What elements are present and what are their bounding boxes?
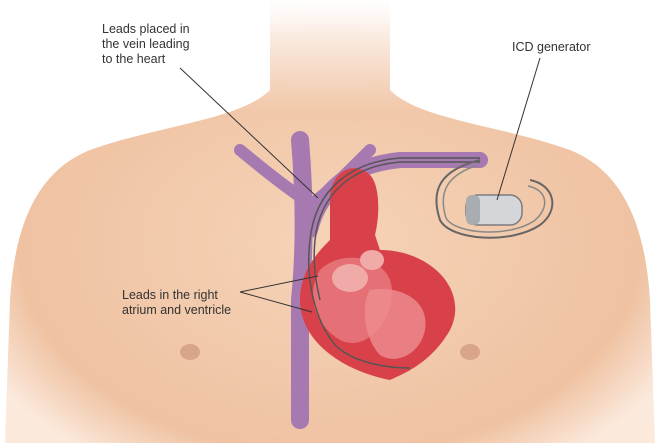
pointer-lines: [179, 57, 541, 313]
label-line: atrium and ventricle: [122, 303, 232, 317]
label-icd-generator: ICD generator: [512, 40, 591, 54]
label-leads-atrium: Leads in the right atrium and ventricle: [122, 288, 231, 318]
label-line: to the heart: [102, 52, 166, 66]
icd-generator-device: [435, 159, 554, 239]
nipple-left: [180, 344, 200, 360]
label-line: Leads in the right: [122, 288, 218, 302]
label-line: Leads placed in: [102, 22, 190, 36]
heart: [300, 168, 456, 380]
label-line: the vein leading: [102, 37, 190, 51]
label-leads-vein: Leads placed in the vein leading to the …: [102, 22, 190, 67]
nipple-right: [460, 344, 480, 360]
